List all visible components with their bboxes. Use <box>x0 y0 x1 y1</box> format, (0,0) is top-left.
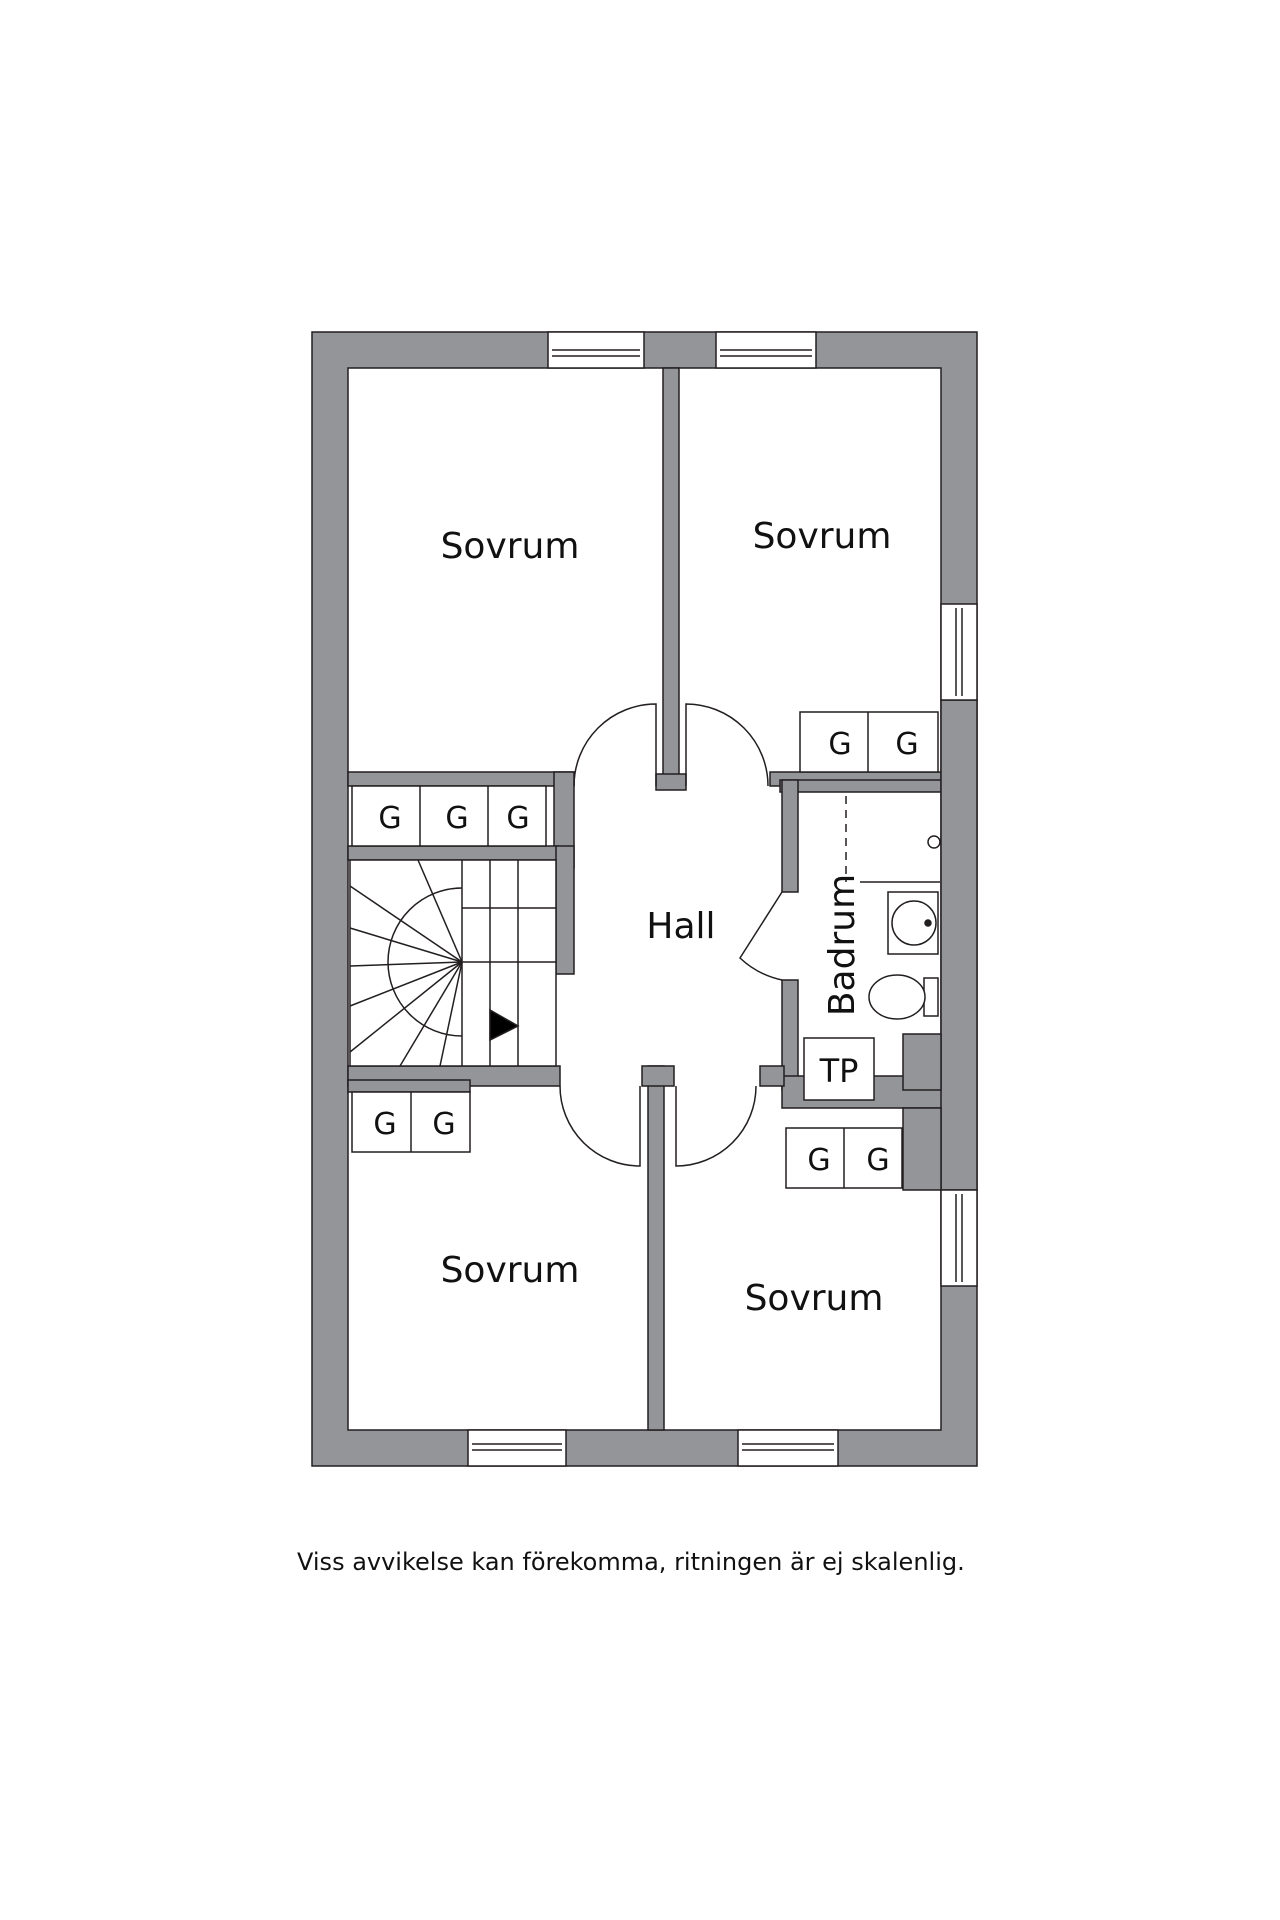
closet-label: G <box>866 1143 889 1178</box>
closet-group-top-left <box>351 785 547 847</box>
wall-stair-top <box>347 845 559 861</box>
staircase <box>349 859 557 1067</box>
wall-stair-side <box>555 845 575 975</box>
wall-bath-top <box>779 779 942 793</box>
wall-hall-top <box>655 773 687 791</box>
wall-bath-corner <box>902 1033 942 1091</box>
windows <box>467 331 978 1467</box>
labels: Sovrum Sovrum Sovrum Sovrum Hall Badrum … <box>373 516 918 1319</box>
window-top-right <box>715 331 817 369</box>
door-top-left <box>573 703 657 787</box>
wall-right-bottom-closet-side <box>902 1107 942 1191</box>
room-label-bathroom: Badrum <box>822 874 863 1016</box>
bathroom-fixtures <box>803 796 941 1101</box>
wall-right-bottom-stub <box>759 1065 785 1087</box>
closet-group-top-right <box>799 711 939 773</box>
closet-group-bottom-right <box>785 1127 903 1189</box>
closet-label: G <box>807 1143 830 1178</box>
room-label-bedroom-top-left: Sovrum <box>441 526 580 567</box>
wall-hall-bottom <box>641 1065 675 1087</box>
window-right-lower <box>940 1189 978 1287</box>
closet-group-bottom-left <box>351 1091 471 1153</box>
closet-label: G <box>378 801 401 836</box>
disclaimer-text: Viss avvikelse kan förekomma, ritningen … <box>297 1548 965 1576</box>
wall-left-bottom-closet <box>347 1079 471 1093</box>
door-bathroom <box>739 891 783 981</box>
closet-label: G <box>506 801 529 836</box>
shower-head-icon <box>927 835 941 849</box>
door-bottom-right <box>675 1085 757 1167</box>
window-bottom-left <box>467 1429 567 1467</box>
walls <box>311 331 978 1467</box>
wall-top-divider <box>662 367 680 787</box>
toilet-icon <box>868 974 939 1020</box>
wall-bath-right <box>940 699 978 1191</box>
wall-left-closet-top <box>347 771 575 787</box>
laundry-box <box>803 1037 875 1101</box>
doors <box>559 703 783 1167</box>
closet-label: G <box>432 1107 455 1142</box>
laundry-label: TP <box>819 1052 859 1090</box>
window-bottom-right <box>737 1429 839 1467</box>
closet-label: G <box>828 727 851 762</box>
door-top-right <box>685 703 769 787</box>
window-right-upper <box>940 603 978 701</box>
room-label-hall: Hall <box>646 906 715 947</box>
room-label-bedroom-bottom-left: Sovrum <box>441 1250 580 1291</box>
closet-label: G <box>895 727 918 762</box>
door-bottom-left <box>559 1085 641 1167</box>
wall-bath-left-upper <box>781 779 799 893</box>
room-label-bedroom-top-right: Sovrum <box>753 516 892 557</box>
closets <box>351 711 939 1189</box>
wall-bottom-divider <box>647 1065 665 1431</box>
room-label-bedroom-bottom-right: Sovrum <box>745 1278 884 1319</box>
sink-icon <box>887 891 939 955</box>
window-top-left <box>547 331 645 369</box>
stair-direction-arrow-icon <box>489 1008 520 1042</box>
closet-label: G <box>373 1107 396 1142</box>
closet-label: G <box>445 801 468 836</box>
